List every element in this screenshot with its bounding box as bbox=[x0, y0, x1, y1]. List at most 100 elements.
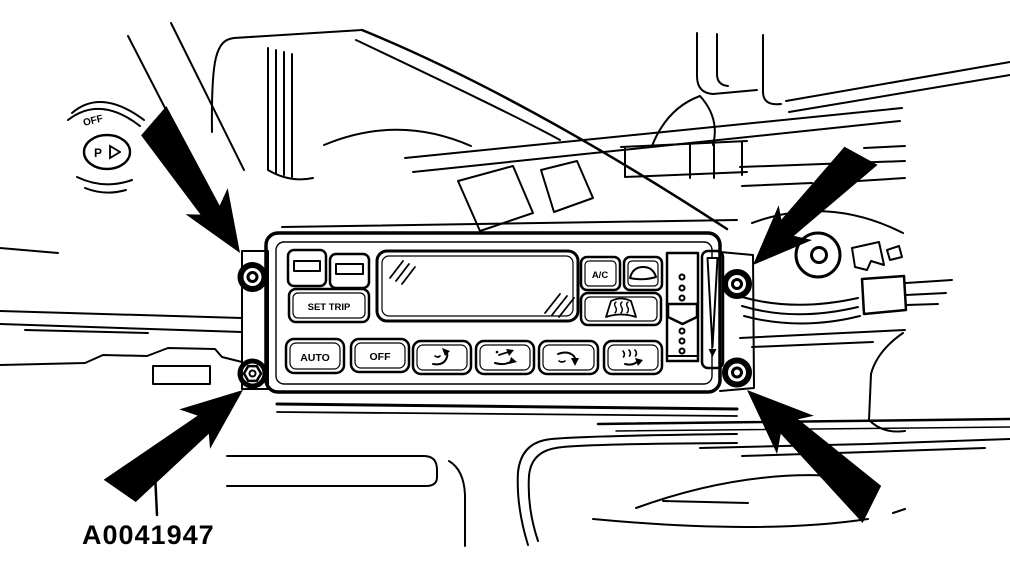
under-unit-line-2 bbox=[276, 411, 738, 417]
temp-up-button bbox=[286, 248, 328, 288]
dash-opening-right bbox=[762, 34, 782, 106]
under-unit-line-3 bbox=[596, 417, 1010, 426]
unit-bezel-outer bbox=[264, 231, 722, 394]
dash-opening-left-2 bbox=[716, 33, 729, 87]
harness-stubs bbox=[905, 279, 953, 306]
temp-up-bar-icon bbox=[293, 260, 321, 272]
bracket-frame bbox=[620, 140, 748, 179]
dash-knob-outer bbox=[794, 231, 842, 279]
display-glare-upper bbox=[389, 260, 416, 285]
duct-panel-2 bbox=[540, 160, 594, 213]
bilevel-vent-icon bbox=[494, 349, 517, 366]
slider-dot bbox=[678, 294, 686, 302]
switch-brow-arc-2 bbox=[71, 101, 145, 121]
right-console-fork bbox=[868, 332, 906, 433]
right-diagonal-1 bbox=[785, 61, 1010, 102]
steering-column-outline bbox=[210, 29, 363, 133]
left-dash-lines bbox=[0, 310, 243, 334]
auto-button: AUTO bbox=[284, 337, 346, 375]
set-trip-button: SET TRIP bbox=[287, 287, 371, 324]
slider-dot bbox=[678, 337, 686, 345]
callout-arrow-bottom-left bbox=[100, 369, 259, 515]
callout-arrow-top-right bbox=[736, 134, 881, 283]
mounting-screw-top-right bbox=[722, 269, 752, 299]
harness-clip bbox=[851, 241, 885, 271]
car-icon bbox=[629, 266, 657, 281]
floor-defrost-icon bbox=[622, 349, 643, 366]
windshield-base-1 bbox=[404, 107, 903, 159]
bracket-brace bbox=[651, 95, 716, 147]
under-unit-line-4 bbox=[615, 426, 1010, 432]
callout-arrow-top-left bbox=[129, 103, 262, 267]
floor-defrost-button bbox=[602, 339, 664, 376]
recirculation-button bbox=[622, 255, 664, 292]
headlamp-switch: OFF P bbox=[67, 101, 145, 194]
slider-dot bbox=[678, 327, 686, 335]
duct-panel-1 bbox=[457, 165, 534, 232]
steering-hub-arc bbox=[323, 128, 472, 147]
slider-dot bbox=[678, 347, 686, 355]
console-hook-2 bbox=[527, 442, 738, 542]
console-hook-1 bbox=[516, 433, 738, 546]
ac-label: A/C bbox=[592, 270, 609, 281]
auto-label: AUTO bbox=[300, 352, 330, 364]
harness-connector bbox=[860, 274, 908, 316]
gradient-wedge-tip bbox=[708, 349, 717, 357]
display-window bbox=[375, 249, 580, 323]
set-trip-label: SET TRIP bbox=[308, 302, 351, 313]
windshield-base-2 bbox=[412, 120, 901, 173]
headlamp-knob bbox=[82, 133, 132, 171]
panel-vent-button bbox=[411, 339, 473, 376]
console-cubby bbox=[226, 455, 438, 487]
climate-control-unit: SET TRIP A/C bbox=[241, 231, 755, 394]
switch-lower-arc-1 bbox=[76, 176, 133, 186]
corner-dash bbox=[892, 508, 906, 514]
off-button: OFF bbox=[349, 337, 411, 374]
windshield-defrost-icon bbox=[605, 297, 637, 318]
steering-column-foot bbox=[267, 169, 314, 181]
display-glare-lower bbox=[544, 293, 575, 318]
right-diagonal-2 bbox=[788, 74, 1010, 113]
callout-arrows bbox=[100, 103, 895, 527]
switch-lower-arc-2 bbox=[84, 187, 127, 194]
slider-dot bbox=[678, 273, 686, 281]
temperature-slider bbox=[665, 251, 700, 363]
mounting-screw-bottom-right bbox=[722, 357, 752, 388]
mounting-screw-top-left bbox=[237, 262, 268, 292]
mounting-screw-bottom-left bbox=[237, 358, 268, 389]
temp-down-button bbox=[328, 252, 371, 290]
cupholder-arc-lower bbox=[592, 518, 869, 528]
slider-dot bbox=[678, 284, 686, 292]
off-label: OFF bbox=[370, 351, 392, 363]
under-unit-line-1 bbox=[275, 402, 739, 411]
mounting-screws bbox=[237, 262, 752, 389]
right-mounting-tab bbox=[719, 251, 755, 392]
headlamp-knob-label: P bbox=[94, 146, 102, 160]
floor-vent-button bbox=[537, 339, 600, 376]
slider-knob bbox=[666, 302, 699, 326]
gradient-wedge-icon bbox=[706, 257, 719, 348]
dash-hatch-right bbox=[739, 145, 906, 187]
bilevel-vent-button bbox=[474, 339, 536, 376]
windshield-defrost-button bbox=[579, 291, 663, 327]
floor-vent-icon bbox=[557, 351, 579, 366]
dash-brow-line bbox=[360, 28, 729, 231]
left-mounting-tab bbox=[241, 250, 269, 390]
ac-button: A/C bbox=[579, 255, 622, 292]
steering-column-ribs bbox=[267, 47, 293, 178]
knob-pointer-icon bbox=[109, 144, 122, 160]
panel-vent-icon bbox=[432, 348, 450, 366]
harness-clip-small bbox=[886, 245, 903, 261]
console-right-lines bbox=[699, 438, 1010, 457]
dash-knob-inner bbox=[810, 246, 828, 264]
left-dash-contour bbox=[0, 347, 243, 366]
left-vent-slot bbox=[152, 365, 211, 385]
console-corner-curve bbox=[448, 460, 466, 547]
wiring-harness bbox=[741, 296, 861, 325]
temp-down-bar-icon bbox=[335, 263, 364, 275]
switch-brow-arc-1 bbox=[67, 107, 141, 127]
headlamp-off-label: OFF bbox=[82, 113, 104, 129]
shelf-line-above-unit bbox=[281, 219, 738, 228]
